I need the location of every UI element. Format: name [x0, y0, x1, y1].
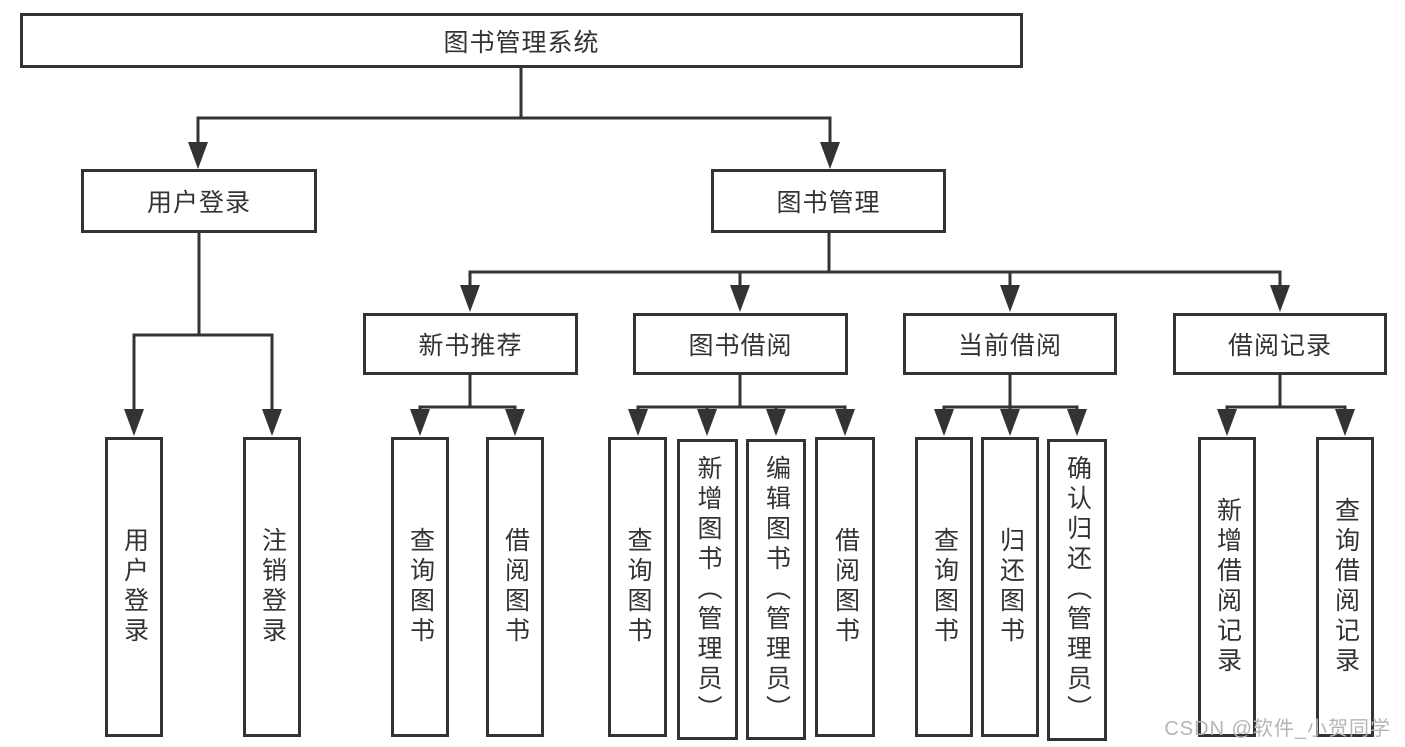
leaf-query-borrow-record: 查询借阅记录 [1316, 437, 1374, 737]
leaf-logout: 注销登录 [243, 437, 301, 737]
leaf-borrow-books-borrow: 借阅图书 [815, 437, 875, 737]
node-new-book-recommend: 新书推荐 [363, 313, 578, 375]
leaf-query-books-recommend: 查询图书 [391, 437, 449, 737]
node-user-login: 用户登录 [81, 169, 317, 233]
leaf-query-books-borrow: 查询图书 [608, 437, 667, 737]
node-borrow-records: 借阅记录 [1173, 313, 1387, 375]
leaf-add-borrow-record: 新增借阅记录 [1198, 437, 1256, 737]
leaf-add-books-admin: 新增图书（管理员） [677, 439, 738, 740]
leaf-user-login: 用户登录 [105, 437, 163, 737]
node-library-system: 图书管理系统 [20, 13, 1023, 68]
node-book-management: 图书管理 [711, 169, 946, 233]
node-book-borrow: 图书借阅 [633, 313, 848, 375]
leaf-return-books: 归还图书 [981, 437, 1039, 737]
leaf-borrow-books-recommend: 借阅图书 [486, 437, 544, 737]
leaf-edit-books-admin: 编辑图书（管理员） [746, 439, 806, 740]
leaf-confirm-return-admin: 确认归还（管理员） [1047, 439, 1107, 741]
leaf-query-books-current: 查询图书 [915, 437, 973, 737]
node-current-borrow: 当前借阅 [903, 313, 1117, 375]
csdn-watermark: CSDN @软件_小贺同学 [1164, 718, 1391, 740]
